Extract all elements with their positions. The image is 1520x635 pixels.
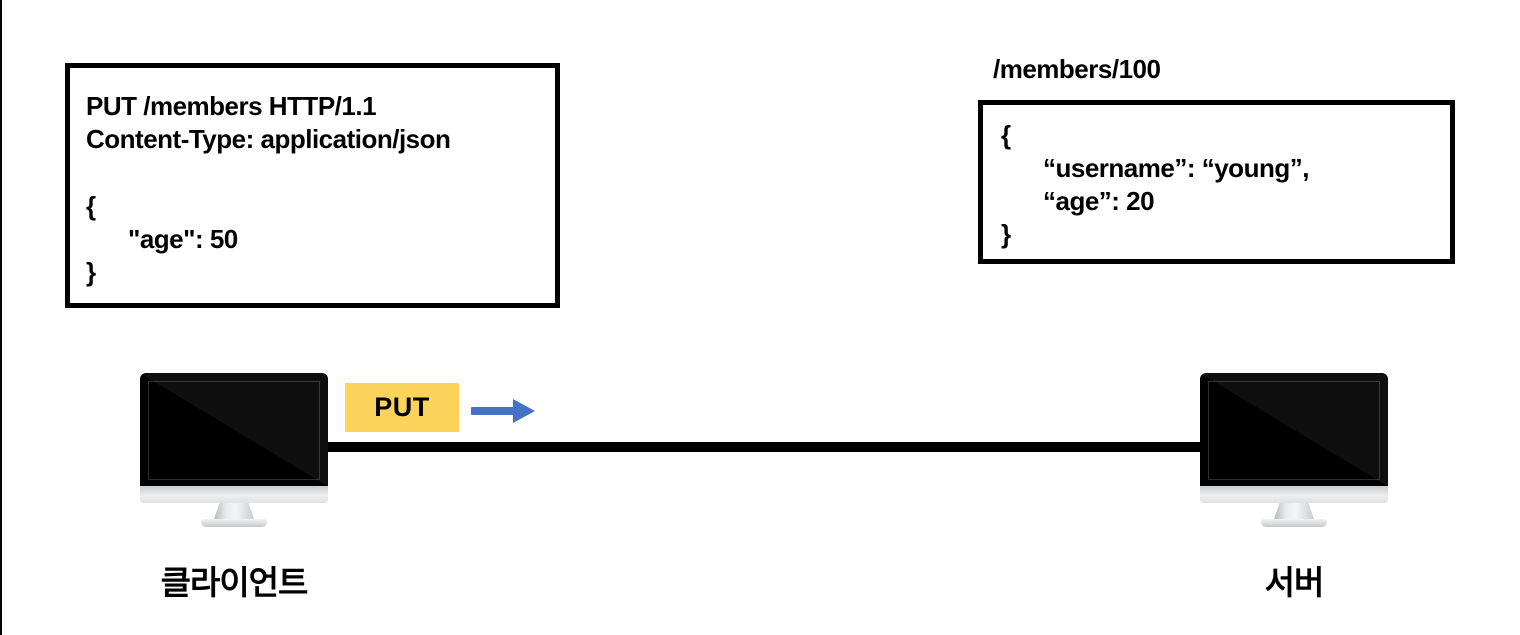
resource-json-field-age: “age”: 20 [1043,186,1155,216]
left-border-line [0,0,2,635]
request-body-spacer [86,156,541,190]
monitor-stand-neck [1274,503,1314,519]
monitor-screen [1200,373,1388,486]
client-label: 클라이언트 [160,564,309,601]
resource-json-close: } [1001,219,1011,249]
request-start-line: PUT /members HTTP/1.1 [86,91,377,121]
monitor-glare [1200,373,1388,486]
monitor-inner-frame [148,381,320,480]
monitor-inner-frame [1208,381,1380,480]
request-json-open: { [86,191,96,221]
server-resource-box: { “username”: “young”, “age”: 20 } [978,100,1455,264]
client-monitor-icon [140,373,328,527]
request-arrow-icon [513,399,535,423]
monitor-stand-neck [214,503,254,519]
monitor-bezel [140,486,328,503]
server-monitor-icon [1200,373,1388,527]
http-method-badge: PUT [345,383,459,432]
monitor-stand-base [1261,519,1327,527]
request-json-field: "age": 50 [128,224,238,254]
request-header-line: Content-Type: application/json [86,124,451,154]
resource-json-field-username: “username”: “young”, [1043,153,1309,183]
resource-path-label: /members/100 [993,54,1161,84]
monitor-glare [140,373,328,486]
request-json-close: } [86,257,96,287]
monitor-stand-base [201,519,267,527]
monitor-bezel [1200,486,1388,503]
resource-json-open: { [1001,120,1011,150]
monitor-screen [140,373,328,486]
http-request-box: PUT /members HTTP/1.1 Content-Type: appl… [65,63,560,308]
server-label: 서버 [1264,564,1325,601]
network-connection-line [327,442,1204,452]
request-arrow-shaft [471,407,515,415]
